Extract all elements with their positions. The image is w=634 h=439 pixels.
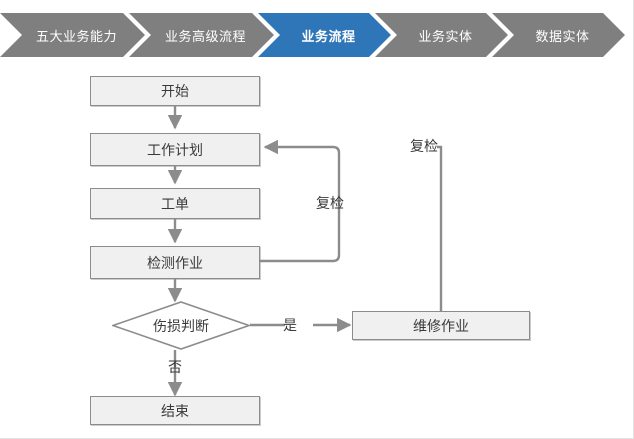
breadcrumb-item-3-label: 业务流程: [301, 28, 356, 44]
node-repair[interactable]: 维修作业: [352, 311, 530, 340]
diamond-shape: [112, 301, 250, 350]
node-decision-label: 伤损判断: [153, 317, 209, 334]
breadcrumb: 五大业务能力 业务高级流程 业务流程 业务实体 数据实体: [0, 13, 634, 57]
node-workorder[interactable]: 工单: [90, 188, 260, 219]
breadcrumb-item-5[interactable]: 数据实体: [492, 13, 625, 57]
breadcrumb-item-1-label: 五大业务能力: [35, 28, 117, 44]
breadcrumb-item-1[interactable]: 五大业务能力: [0, 13, 145, 57]
breadcrumb-item-4[interactable]: 业务实体: [375, 13, 508, 57]
node-start-label: 开始: [161, 83, 189, 99]
breadcrumb-item-3[interactable]: 业务流程: [258, 13, 391, 57]
edge-label-no: 否: [168, 359, 182, 375]
node-repair-label: 维修作业: [413, 317, 469, 334]
node-inspect-label: 检测作业: [147, 254, 203, 271]
node-decision[interactable]: 伤损判断: [112, 301, 250, 350]
node-end-label: 结束: [161, 402, 189, 419]
node-inspect[interactable]: 检测作业: [90, 246, 260, 279]
node-start[interactable]: 开始: [90, 76, 260, 106]
node-end[interactable]: 结束: [90, 396, 260, 425]
edge-label-recheck-inner: 复检: [316, 195, 344, 211]
breadcrumb-item-2[interactable]: 业务高级流程: [129, 13, 274, 57]
edge-recheck-outer: [437, 145, 443, 311]
edge-label-recheck-outer: 复检: [410, 138, 438, 154]
breadcrumb-item-5-label: 数据实体: [535, 28, 590, 44]
node-workorder-label: 工单: [161, 195, 189, 212]
breadcrumb-item-4-label: 业务实体: [418, 28, 473, 44]
node-workplan[interactable]: 工作计划: [90, 133, 260, 166]
node-workplan-label: 工作计划: [147, 141, 203, 158]
edge-label-yes: 是: [283, 317, 297, 333]
breadcrumb-item-2-label: 业务高级流程: [164, 28, 246, 44]
